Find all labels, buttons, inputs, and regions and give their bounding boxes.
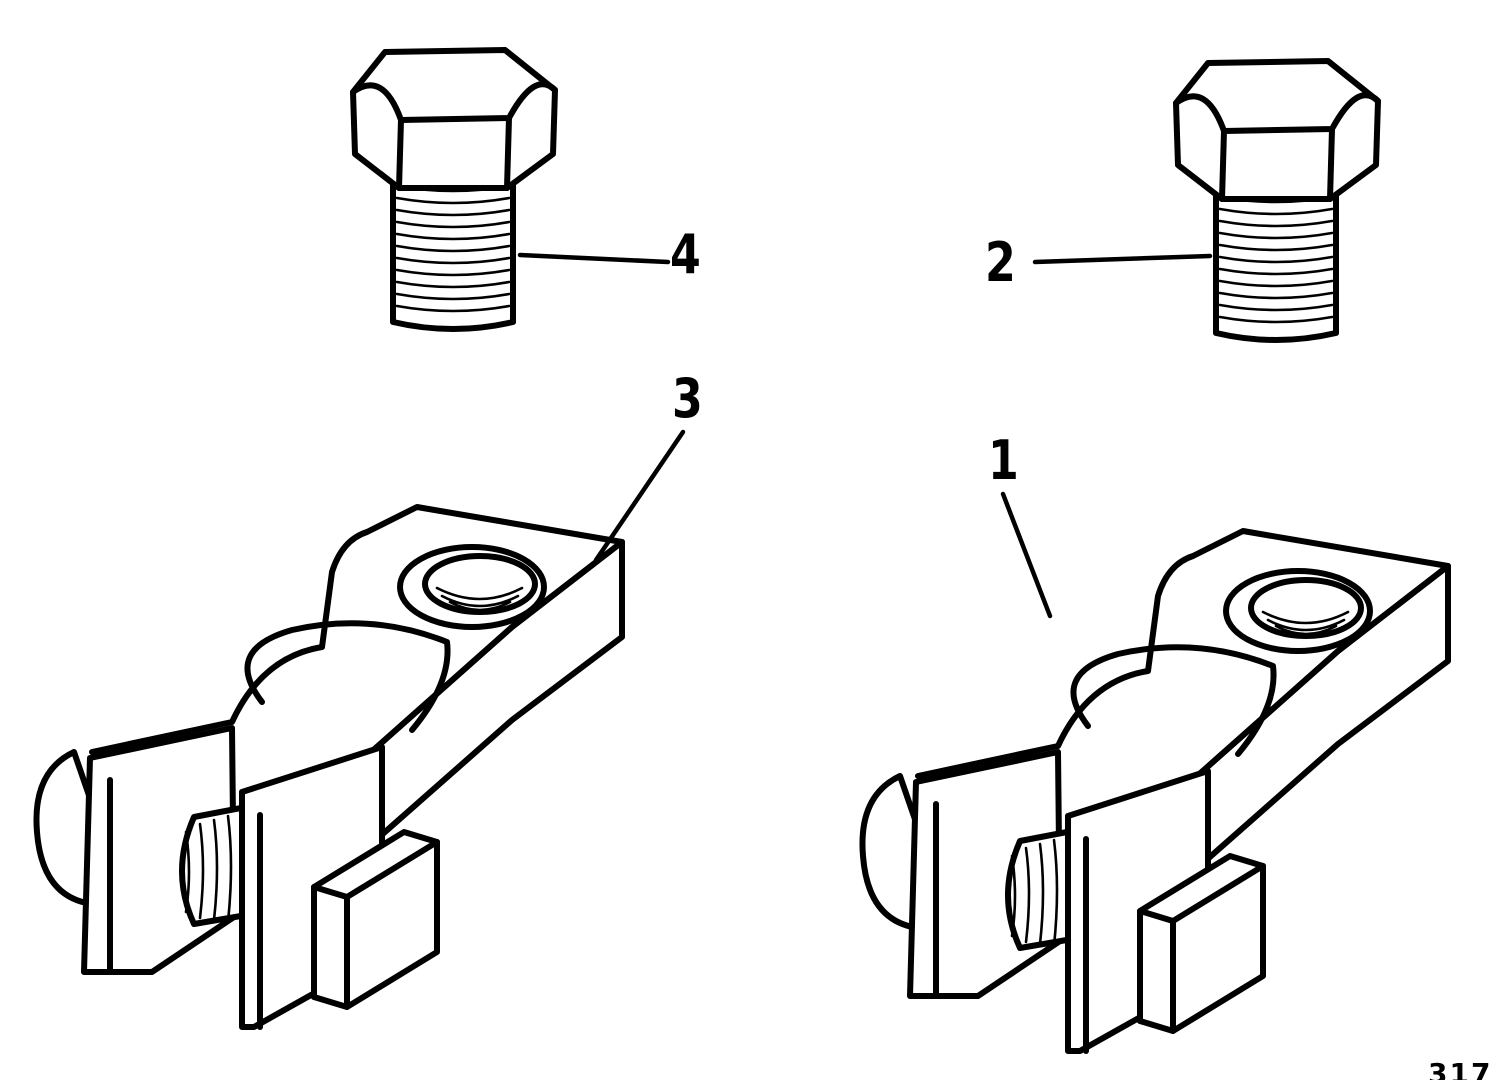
leader-line-2 — [1032, 253, 1213, 265]
leader-line-1 — [1000, 491, 1053, 619]
callout-label-4: 4 — [670, 223, 701, 286]
terminal-clamp-left-icon — [36, 507, 622, 1027]
callout-label-2: 2 — [985, 231, 1016, 294]
figure-number: 317 — [1428, 1057, 1493, 1080]
terminal-clamp-right-icon — [862, 531, 1448, 1051]
bolt-right-icon — [1176, 61, 1378, 340]
callout-label-1: 1 — [988, 429, 1019, 492]
leader-line-3 — [593, 429, 686, 563]
leader-line-4 — [517, 252, 671, 265]
bolt-left-icon — [353, 50, 555, 329]
callout-label-3: 3 — [672, 367, 703, 430]
